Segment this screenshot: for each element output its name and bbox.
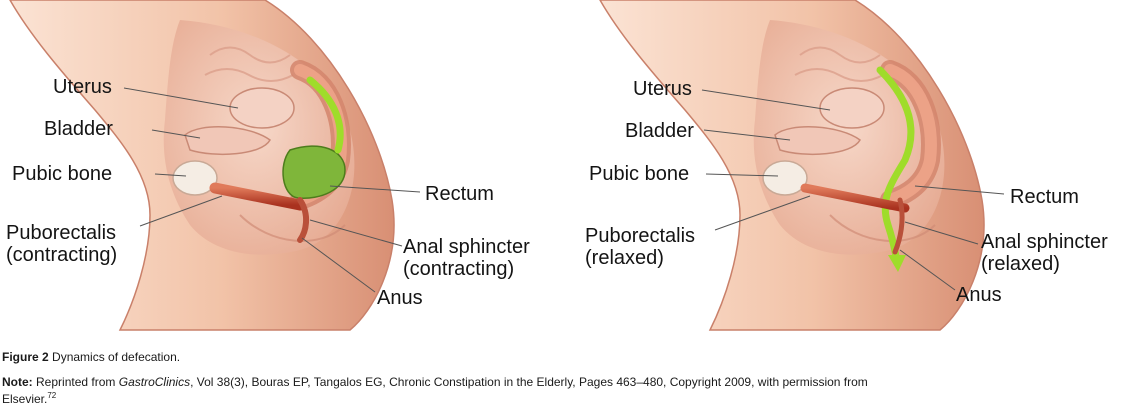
label-puborectalis: Puborectalis (contracting) (6, 222, 117, 266)
label-anus: Anus (377, 287, 423, 309)
label-anal-sphincter-line2: (relaxed) (981, 253, 1060, 275)
movement-arrow-relaxed (876, 66, 915, 266)
figure-note: Note: Reprinted from GastroClinics, Vol … (2, 374, 1127, 408)
label-pubic-bone: Pubic bone (589, 163, 690, 185)
label-anal-sphincter: Anal sphincter (contracting) (403, 236, 530, 280)
label-uterus: Uterus (633, 78, 692, 100)
diagram-relaxed (600, 0, 1005, 330)
label-puborectalis: Puborectalis (relaxed) (585, 225, 695, 269)
label-anal-sphincter-line1: Anal sphincter (981, 231, 1108, 253)
puborectalis-muscle (209, 182, 306, 211)
label-bladder: Bladder (625, 120, 694, 142)
stool-mass (282, 145, 346, 199)
label-puborectalis-line2: (relaxed) (585, 247, 664, 269)
puborectalis-muscle-relaxed (800, 183, 910, 213)
movement-arrow (306, 76, 344, 154)
diagram-contracting (10, 0, 421, 330)
label-uterus: Uterus (53, 76, 112, 98)
label-anus: Anus (956, 284, 1002, 306)
note-reference: 72 (47, 391, 57, 400)
label-puborectalis-line1: Puborectalis (6, 222, 117, 244)
label-anal-sphincter-line2: (contracting) (403, 258, 515, 280)
figure-label: Figure 2 (2, 350, 49, 364)
label-puborectalis-line2: (contracting) (6, 244, 118, 266)
label-bladder: Bladder (44, 118, 113, 140)
label-puborectalis-line1: Puborectalis (585, 225, 696, 247)
label-rectum: Rectum (425, 183, 494, 205)
figure-title: Dynamics of defecation. (52, 350, 181, 364)
label-anal-sphincter-line1: Anal sphincter (403, 236, 530, 258)
note-part1: Reprinted from (36, 375, 116, 389)
note-label: Note: (2, 375, 33, 389)
figure-caption: Figure 2 Dynamics of defecation. (2, 349, 1127, 366)
illustrations (0, 0, 1005, 340)
label-pubic-bone: Pubic bone (12, 163, 113, 185)
label-anal-sphincter: Anal sphincter (relaxed) (981, 231, 1108, 275)
note-journal: GastroClinics (118, 375, 191, 389)
arrow-head (888, 255, 906, 272)
note-part2: , Vol 38(3), Bouras EP, Tangalos EG, Chr… (190, 375, 868, 389)
label-rectum: Rectum (1010, 186, 1079, 208)
note-part3: Elsevier. (2, 392, 48, 406)
